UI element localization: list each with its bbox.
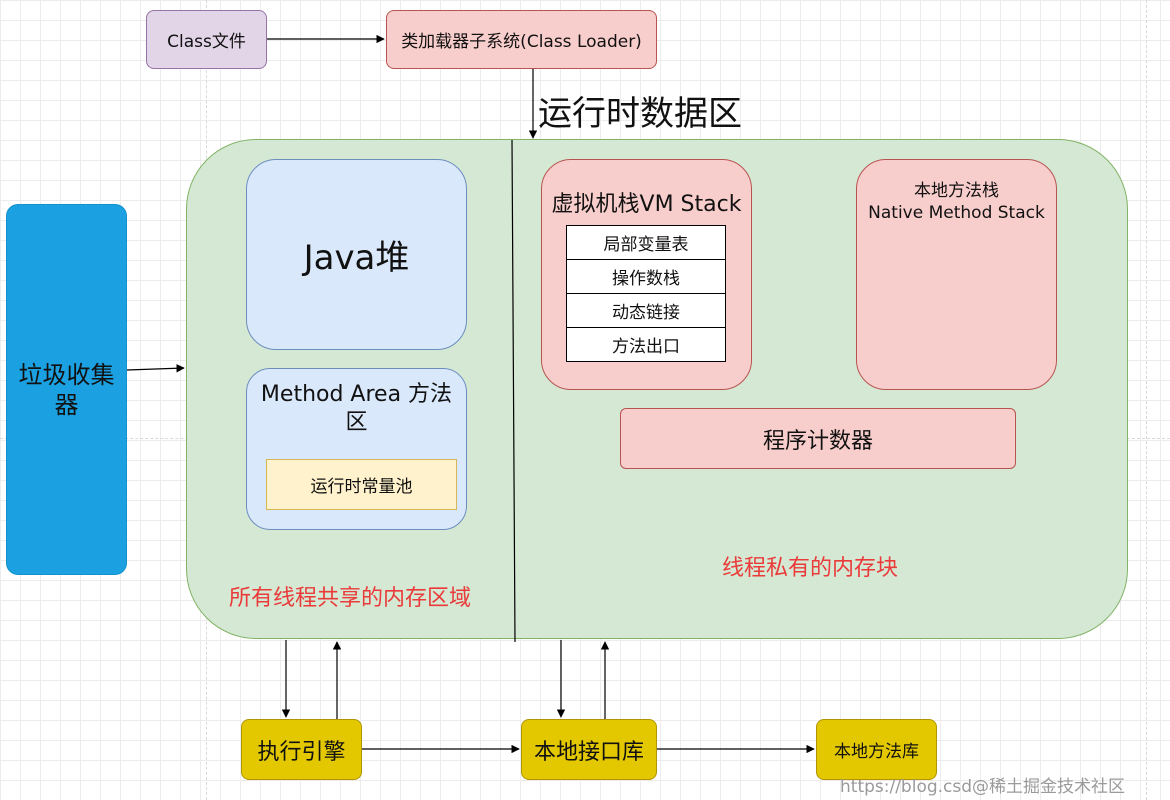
method-area-label: Method Area 方法区 — [260, 382, 453, 435]
program-counter-label: 程序计数器 — [762, 428, 873, 454]
native-interface-label: 本地接口库 — [533, 739, 644, 765]
native-method-stack-label-cn: 本地方法栈 — [914, 181, 999, 201]
runtime-data-area-title: 运行时数据区 — [538, 94, 742, 134]
native-method-stack-label-en: Native Method Stack — [868, 203, 1045, 223]
private-region-label: 线程私有的内存块 — [722, 556, 899, 581]
shared-private-divider — [511, 139, 516, 643]
runtime-constant-pool-label: 运行时常量池 — [310, 477, 413, 497]
class-loader-label: 类加载器子系统(Class Loader) — [401, 32, 642, 52]
class-file-node[interactable]: Class文件 — [146, 10, 267, 69]
table-row: 动态链接 — [566, 293, 726, 328]
table-row: 操作数栈 — [566, 259, 726, 294]
native-library-label: 本地方法库 — [834, 742, 919, 762]
java-heap-label: Java堆 — [303, 238, 410, 278]
table-row: 方法出口 — [566, 327, 726, 362]
dynamic-linking-cell: 动态链接 — [566, 293, 726, 328]
table-row: 局部变量表 — [566, 225, 726, 260]
guide-line-vertical-right — [1146, 0, 1147, 800]
class-loader-node[interactable]: 类加载器子系统(Class Loader) — [386, 10, 657, 69]
runtime-constant-pool-node[interactable]: 运行时常量池 — [266, 459, 457, 510]
native-library-node[interactable]: 本地方法库 — [816, 719, 937, 780]
execution-engine-node[interactable]: 执行引擎 — [241, 719, 362, 780]
watermark: https://blog.csd@稀土掘金技术社区 — [840, 777, 1126, 797]
method-exit-cell: 方法出口 — [566, 327, 726, 362]
java-heap-node[interactable]: Java堆 — [246, 159, 467, 350]
class-file-label: Class文件 — [167, 32, 246, 52]
vm-stack-frame-table: 局部变量表 操作数栈 动态链接 方法出口 — [566, 225, 726, 362]
native-method-stack-node[interactable]: 本地方法栈 Native Method Stack — [856, 159, 1057, 390]
shared-region-label: 所有线程共享的内存区域 — [229, 586, 472, 611]
program-counter-node[interactable]: 程序计数器 — [620, 408, 1016, 469]
local-variable-table-cell: 局部变量表 — [566, 225, 726, 260]
garbage-collector-node[interactable]: 垃圾收集器 — [6, 204, 127, 575]
operand-stack-cell: 操作数栈 — [566, 259, 726, 294]
garbage-collector-label: 垃圾收集器 — [18, 360, 115, 419]
arrow-gc-to-runtime — [126, 364, 185, 373]
native-interface-node[interactable]: 本地接口库 — [521, 719, 657, 780]
execution-engine-label: 执行引擎 — [257, 739, 346, 765]
vm-stack-title: 虚拟机栈VM Stack — [551, 192, 742, 217]
